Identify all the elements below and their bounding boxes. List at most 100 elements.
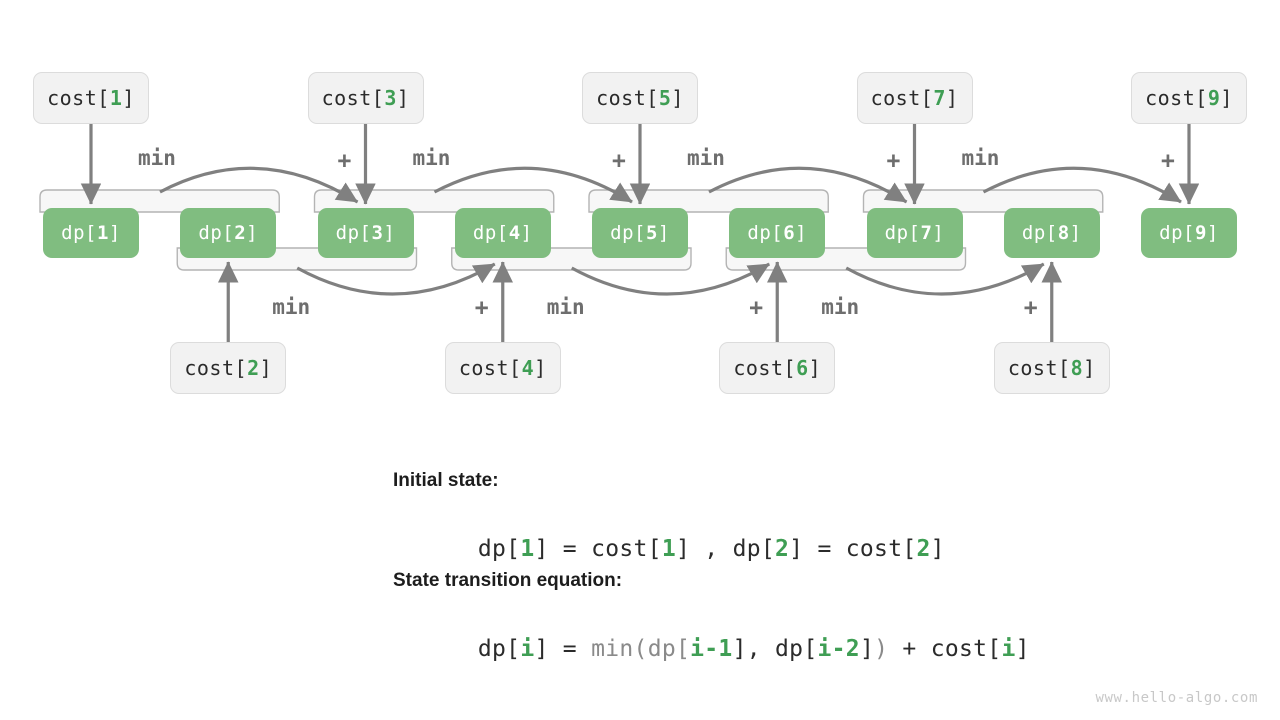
cost-label-prefix: cost[: [870, 86, 934, 110]
cost-label-index: 1: [109, 86, 123, 110]
plus-label-bottom-2: +: [474, 295, 489, 321]
cost-label-prefix: cost[: [47, 86, 110, 110]
min-arrow-top-1: [159, 166, 359, 204]
dp-node-7: dp[7]: [866, 208, 963, 258]
formula-seg: ], dp[: [732, 636, 818, 662]
formula-seg: ]: [1015, 636, 1030, 662]
dp-label-index: 4: [508, 222, 521, 244]
dp-label-index: 6: [783, 222, 796, 244]
watermark: www.hello-algo.com: [1095, 690, 1258, 706]
dp-label-index: 1: [96, 222, 109, 244]
dp-node-2: dp[2]: [180, 208, 277, 258]
cost-label-index: 7: [933, 86, 946, 110]
dp-label-prefix: dp[: [198, 222, 235, 244]
dp-label-prefix: dp[: [747, 222, 784, 244]
cost-node-9: cost[9]: [1131, 72, 1247, 124]
min-label-bottom-4: min: [546, 295, 585, 319]
cost-label-index: 3: [384, 86, 397, 110]
cost-label-prefix: cost[: [458, 356, 522, 380]
min-label-bottom-6: min: [821, 295, 860, 319]
cost-label-prefix: cost[: [321, 86, 385, 110]
dp-label-index: 8: [1057, 222, 1070, 244]
dp-label-suffix: ]: [108, 222, 121, 244]
cost-label-suffix: ]: [534, 356, 547, 380]
dp-label-prefix: dp[: [1021, 222, 1058, 244]
dp-node-5: dp[5]: [592, 208, 688, 258]
min-arrow-top-5: [708, 166, 908, 204]
cost-label-index: 6: [796, 356, 809, 380]
min-arrow-bottom-4: [570, 262, 771, 296]
dp-label-index: 9: [1194, 222, 1207, 244]
formula-seg: ]: [859, 636, 875, 662]
dp-label-suffix: ]: [1206, 222, 1219, 244]
formula-seg: ] = cost[: [789, 536, 917, 562]
cost-label-suffix: ]: [259, 356, 273, 380]
min-arrow-top-3: [433, 166, 633, 204]
cost-node-5: cost[5]: [582, 72, 698, 124]
formula-seg: dp[: [477, 636, 521, 662]
initial-state-caption: Initial state:: [393, 470, 499, 491]
transition-caption: State transition equation:: [393, 570, 623, 591]
dp-label-prefix: dp[: [610, 222, 646, 244]
dp-label-index: 5: [645, 222, 658, 244]
cost-label-suffix: ]: [1220, 86, 1233, 110]
cost-node-3: cost[3]: [307, 72, 424, 124]
dp-node-6: dp[6]: [729, 208, 826, 258]
dp-label-suffix: ]: [795, 222, 808, 244]
formula-function: min: [591, 636, 634, 662]
cost-label-prefix: cost[: [596, 86, 659, 110]
transition-formula: dp[i] = min(dp[i-1], dp[i-2]) + cost[i]: [393, 610, 1030, 688]
min-label-bottom-2: min: [272, 295, 311, 319]
plus-label-bottom-6: +: [1023, 295, 1038, 321]
dp-node-9: dp[9]: [1141, 208, 1237, 258]
formula-index: i: [1001, 636, 1016, 662]
cost-label-suffix: ]: [396, 86, 410, 110]
cost-label-index: 9: [1207, 86, 1221, 110]
formula-index: 2: [775, 536, 790, 562]
formula-index: i-2: [817, 636, 860, 662]
cost-label-index: 5: [658, 86, 672, 110]
dp-label-prefix: dp[: [1159, 222, 1195, 244]
formula-seg: dp[: [477, 536, 521, 562]
plus-label-bottom-4: +: [749, 295, 764, 321]
min-arrow-top-7: [982, 166, 1182, 204]
cost-node-1: cost[1]: [33, 72, 149, 124]
cost-label-suffix: ]: [945, 86, 959, 110]
cost-node-2: cost[2]: [170, 342, 287, 394]
cost-label-suffix: ]: [1083, 356, 1096, 380]
dp-label-suffix: ]: [246, 222, 259, 244]
dp-label-suffix: ]: [932, 222, 945, 244]
cost-node-6: cost[6]: [719, 342, 836, 394]
formula-seg: ] , dp[: [675, 536, 776, 562]
cost-label-prefix: cost[: [1007, 356, 1071, 380]
cost-label-suffix: ]: [671, 86, 684, 110]
dp-label-suffix: ]: [1069, 222, 1082, 244]
bracket-group-bottom: [176, 247, 967, 271]
plus-label-top-7: +: [1161, 148, 1175, 174]
min-arrow-bottom-2: [296, 262, 496, 296]
formula-seg: ] =: [534, 636, 592, 662]
formula-seg: ): [874, 636, 889, 662]
formula-index: 2: [916, 536, 931, 562]
dp-label-index: 2: [234, 222, 247, 244]
cost-label-index: 2: [247, 356, 260, 380]
formula-index: 1: [520, 536, 535, 562]
cost-node-7: cost[7]: [856, 72, 973, 124]
cost-label-index: 4: [521, 356, 535, 380]
cost-label-prefix: cost[: [1145, 86, 1208, 110]
formula-seg: + cost[: [888, 636, 1002, 662]
dp-label-suffix: ]: [657, 222, 670, 244]
plus-label-top-3: +: [612, 148, 626, 174]
initial-state-block: Initial state: dp[1] = cost[1] , dp[2] =…: [393, 470, 945, 588]
dp-node-8: dp[8]: [1003, 208, 1100, 258]
formula-index: i: [520, 636, 535, 662]
plus-label-top-1: +: [337, 148, 352, 174]
dp-label-suffix: ]: [520, 222, 533, 244]
cost-label-suffix: ]: [808, 356, 822, 380]
cost-label-prefix: cost[: [733, 356, 797, 380]
formula-seg: (dp[: [633, 636, 691, 662]
formula-seg: ] = cost[: [534, 536, 662, 562]
dp-label-prefix: dp[: [472, 222, 509, 244]
formula-seg: ]: [930, 536, 945, 562]
